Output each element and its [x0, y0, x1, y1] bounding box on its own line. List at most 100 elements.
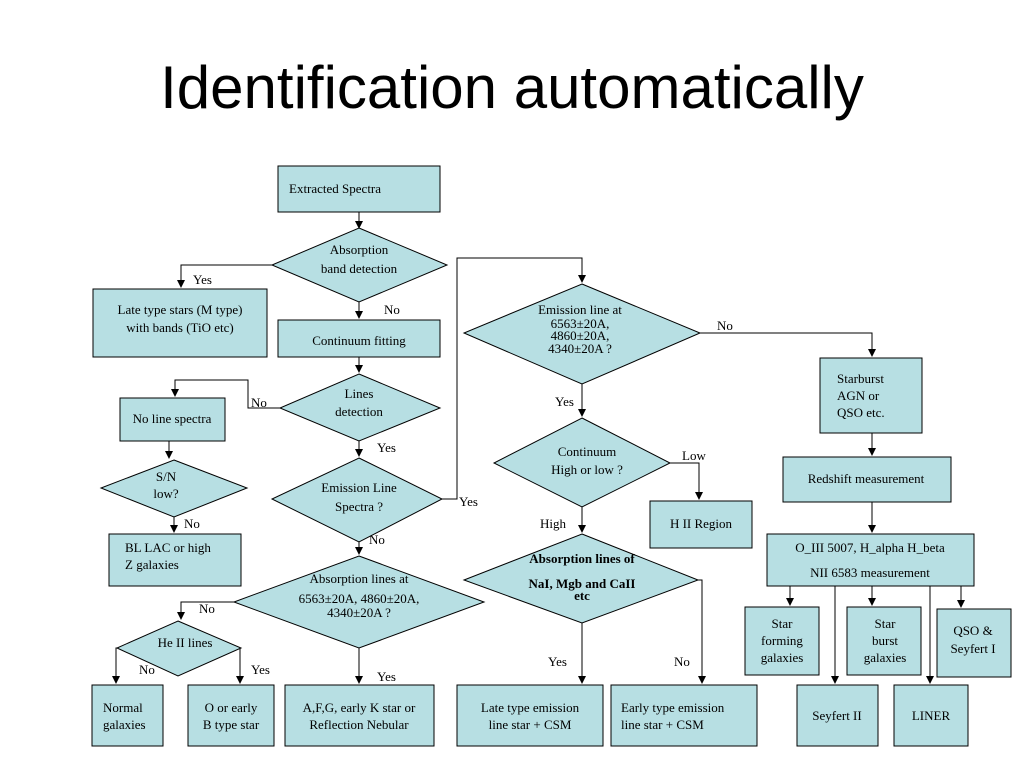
node-late-type-stars: Late type stars (M type) with bands (TiO… [92, 288, 268, 358]
node-seyfert-ii: Seyfert II [796, 684, 879, 747]
edge-label-low: Low [682, 448, 706, 463]
svg-text:Z galaxies: Z galaxies [125, 557, 179, 572]
edge-label-yes: Yes [193, 272, 212, 287]
node-extracted-spectra: Extracted Spectra [277, 165, 441, 213]
edge-label-no: No [251, 395, 267, 410]
node-late-emission-star: Late type emission line star + CSM [456, 684, 604, 747]
svg-text:band detection: band detection [321, 261, 398, 276]
svg-text:High or low ?: High or low ? [551, 462, 623, 477]
svg-text:6563±20A, 4860±20A,: 6563±20A, 4860±20A, [299, 591, 420, 606]
node-absorption-band-detection: Absorption band detection [270, 227, 449, 303]
node-continuum-high-low: Continuum High or low ? [492, 417, 672, 508]
edge-label-no: No [369, 532, 385, 547]
node-no-line-spectra: No line spectra [119, 397, 226, 442]
svg-text:low?: low? [153, 486, 179, 501]
node-star-forming-galaxies: Star forming galaxies [744, 606, 820, 676]
edge-label-no: No [717, 318, 733, 333]
slide-title: Identification automatically [160, 54, 864, 121]
svg-text:with bands (TiO etc): with bands (TiO etc) [126, 320, 234, 335]
svg-text:BL LAC or high: BL LAC or high [125, 540, 211, 555]
svg-text:O_III 5007, H_alpha H_beta: O_III 5007, H_alpha H_beta [795, 540, 945, 555]
edge-label-yes: Yes [555, 394, 574, 409]
edge-label-no: No [384, 302, 400, 317]
svg-text:galaxies: galaxies [761, 650, 804, 665]
svg-text:QSO etc.: QSO etc. [837, 405, 885, 420]
node-afg-star: A,F,G, early K star or Reflection Nebula… [284, 684, 435, 747]
svg-text:Absorption: Absorption [330, 242, 389, 257]
edge-label-no: No [674, 654, 690, 669]
edge-label-yes: Yes [377, 440, 396, 455]
svg-text:Emission Line: Emission Line [321, 480, 397, 495]
node-starburst-agn-qso: Starburst AGN or QSO etc. [819, 357, 923, 434]
svg-text:Seyfert II: Seyfert II [812, 708, 861, 723]
edge-labels: Yes No No Yes No Yes No No No Yes Yes No… [139, 272, 733, 684]
svg-text:Star: Star [875, 616, 897, 631]
svg-text:detection: detection [335, 404, 383, 419]
svg-text:Seyfert I: Seyfert I [950, 641, 995, 656]
node-redshift-measurement: Redshift measurement [782, 456, 952, 503]
svg-text:Starburst: Starburst [837, 371, 884, 386]
svg-text:Late type stars (M type): Late type stars (M type) [118, 302, 243, 317]
node-emission-line-at: Emission line at 6563±20A, 4860±20A, 434… [462, 283, 702, 385]
svg-text:B type star: B type star [203, 717, 260, 732]
svg-text:QSO &: QSO & [953, 623, 992, 638]
svg-text:galaxies: galaxies [864, 650, 907, 665]
node-lines-detection: Lines detection [278, 373, 442, 442]
svg-text:Spectra ?: Spectra ? [335, 499, 383, 514]
svg-text:Absorption lines of: Absorption lines of [529, 551, 635, 566]
svg-text:A,F,G, early K star or: A,F,G, early K star or [303, 700, 416, 715]
svg-text:Absorption lines at: Absorption lines at [310, 571, 409, 586]
svg-text:Extracted Spectra: Extracted Spectra [289, 181, 381, 196]
svg-text:forming: forming [761, 633, 803, 648]
svg-text:Reflection Nebular: Reflection Nebular [309, 717, 409, 732]
svg-text:Late type emission: Late type emission [481, 700, 580, 715]
svg-text:burst: burst [872, 633, 898, 648]
edge-label-yes: Yes [251, 662, 270, 677]
node-qso-seyfert-i: QSO & Seyfert I [936, 608, 1012, 678]
svg-text:line star + CSM: line star + CSM [621, 717, 704, 732]
svg-text:S/N: S/N [156, 469, 177, 484]
edge-label-yes: Yes [459, 494, 478, 509]
edge-label-high: High [540, 516, 567, 531]
node-liner: LINER [893, 684, 969, 747]
svg-text:line star + CSM: line star + CSM [489, 717, 572, 732]
node-o-early-b-star: O or early B type star [187, 684, 275, 747]
node-oiii-measurement: O_III 5007, H_alpha H_beta NII 6583 meas… [766, 533, 975, 587]
node-star-burst-galaxies: Star burst galaxies [846, 606, 922, 676]
node-h-ii-region: H II Region [649, 500, 753, 549]
svg-text:etc: etc [574, 588, 590, 603]
node-early-emission-star: Early type emission line star + CSM [610, 684, 758, 747]
edge-label-yes: Yes [548, 654, 567, 669]
svg-text:NaI, Mgb and CaII: NaI, Mgb and CaII [529, 576, 636, 591]
svg-text:Redshift measurement: Redshift measurement [808, 471, 925, 486]
node-emission-line-spectra: Emission Line Spectra ? [270, 457, 444, 543]
svg-text:Star: Star [772, 616, 794, 631]
connectors [112, 212, 965, 684]
svg-text:Continuum fitting: Continuum fitting [312, 333, 406, 348]
edge-label-no: No [199, 601, 215, 616]
svg-text:NII 6583 measurement: NII 6583 measurement [810, 565, 930, 580]
edge-label-no: No [139, 662, 155, 677]
edge-label-no: No [184, 516, 200, 531]
svg-text:6563±20A,: 6563±20A, [551, 316, 610, 331]
node-continuum-fitting: Continuum fitting [277, 319, 441, 358]
node-absorption-lines-at: Absorption lines at 6563±20A, 4860±20A, … [232, 555, 486, 649]
svg-text:No line spectra: No line spectra [133, 411, 212, 426]
svg-text:Early type emission: Early type emission [621, 700, 725, 715]
node-sn-low: S/N low? [99, 459, 249, 518]
svg-text:Emission line at: Emission line at [538, 302, 622, 317]
svg-text:He II lines: He II lines [158, 635, 213, 650]
svg-text:4340±20A ?: 4340±20A ? [548, 341, 612, 356]
svg-text:Lines: Lines [345, 386, 374, 401]
svg-text:4860±20A,: 4860±20A, [551, 328, 610, 343]
node-he-ii-lines: He II lines [115, 620, 243, 677]
svg-text:galaxies: galaxies [103, 717, 146, 732]
svg-text:Normal: Normal [103, 700, 143, 715]
node-bl-lac: BL LAC or high Z galaxies [108, 533, 242, 587]
svg-text:H II Region: H II Region [670, 516, 733, 531]
edge-label-yes: Yes [377, 669, 396, 684]
svg-text:LINER: LINER [912, 708, 951, 723]
svg-text:AGN or: AGN or [837, 388, 880, 403]
svg-text:O or early: O or early [205, 700, 258, 715]
